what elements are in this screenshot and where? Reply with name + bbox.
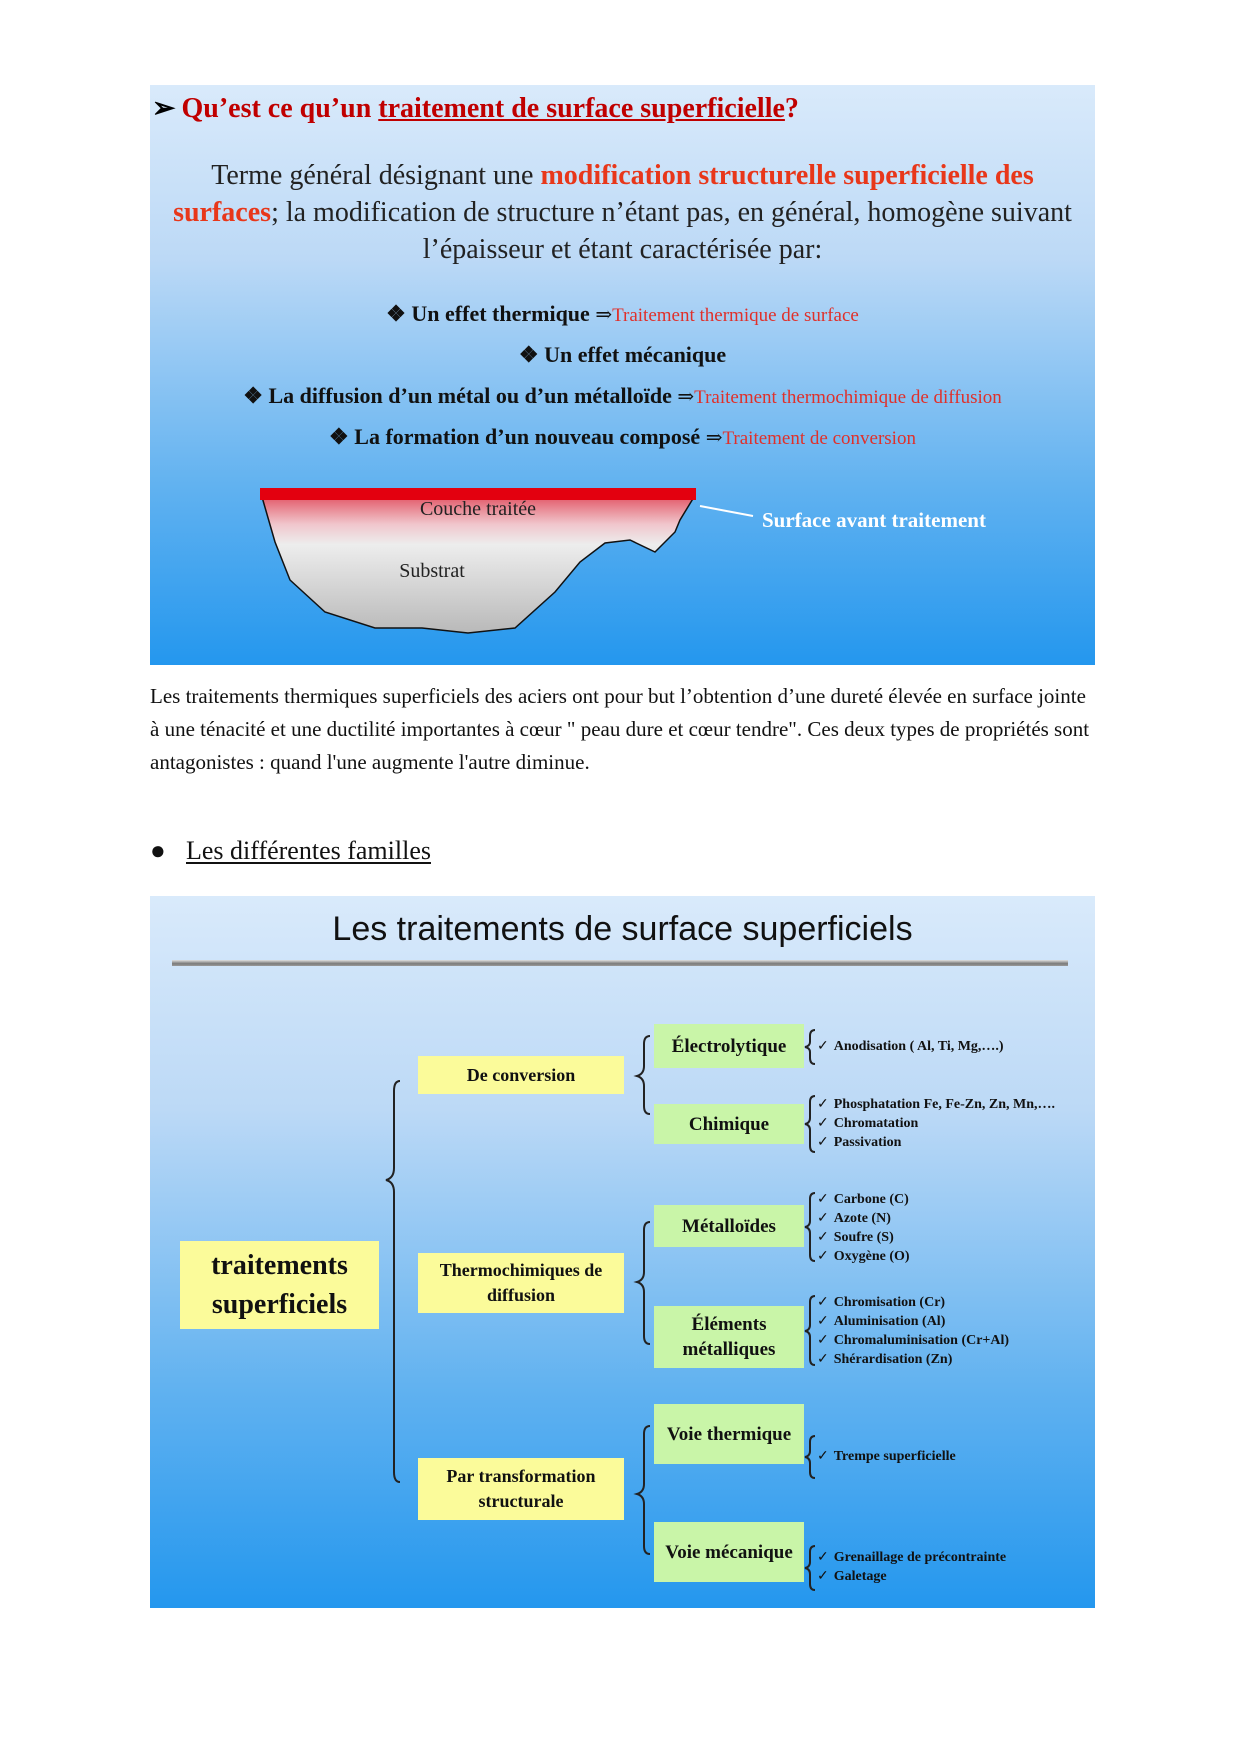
list-item: Anodisation ( Al, Ti, Mg,….): [817, 1037, 1004, 1056]
substrate-shape: [261, 496, 696, 634]
diamond-bullet-icon: ❖: [386, 301, 406, 326]
root-bracket: [385, 1080, 401, 1483]
leaf-box-metalloides: Métalloïdes: [654, 1205, 804, 1247]
substrate-label: Substrat: [399, 560, 465, 582]
intro-paragraph: Les traitements thermiques superficiels …: [150, 684, 1090, 774]
bullet-icon: ●: [150, 836, 166, 865]
definition-text: Terme général désignant une modification…: [173, 160, 1072, 265]
title-divider: [172, 960, 1068, 966]
branch-box-structural: Par transformation structurale: [418, 1458, 624, 1520]
families-heading: ●Les différentes familles: [150, 836, 431, 865]
effects-list: ❖ Un effet thermique ⇒Traitement thermiq…: [150, 293, 1095, 457]
arrow-bullet-icon: ➢: [152, 93, 176, 124]
effect-item: ❖ Un effet thermique ⇒Traitement thermiq…: [386, 301, 859, 326]
items-bracket: [804, 1545, 816, 1591]
surface-layer-diagram: Couche traitée Substrat Surface avant tr…: [260, 488, 986, 634]
branch-bracket-diffusion: [633, 1221, 651, 1345]
list-item: Phosphatation Fe, Fe-Zn, Zn, Mn,….: [817, 1095, 1055, 1114]
items-chimique: Phosphatation Fe, Fe-Zn, Zn, Mn,…. Chrom…: [817, 1095, 1055, 1152]
leaf-box-voie-thermique: Voie thermique: [654, 1404, 804, 1464]
items-electrolytique: Anodisation ( Al, Ti, Mg,….): [817, 1037, 1004, 1056]
items-bracket: [804, 1295, 816, 1366]
tree-brackets: [385, 1029, 816, 1591]
leaf-box-voie-mecanique: Voie mécanique: [654, 1522, 804, 1582]
slide-title: Les traitements de surface superficiels: [332, 910, 913, 948]
list-item: Chromaluminisation (Cr+Al): [817, 1331, 1009, 1350]
implies-arrow-icon: ⇒: [595, 304, 613, 326]
list-item: Oxygène (O): [817, 1247, 910, 1266]
leaf-box-elements-metalliques: Éléments métalliques: [654, 1306, 804, 1368]
pointer-line: [699, 505, 754, 517]
effect-item: ❖ La diffusion d’un métal ou d’un métall…: [243, 383, 1002, 408]
list-item: Shérardisation (Zn): [817, 1350, 1009, 1369]
items-voie-thermique: Trempe superficielle: [817, 1447, 956, 1466]
list-item: Trempe superficielle: [817, 1447, 956, 1466]
items-metalloides: Carbone (C) Azote (N) Soufre (S) Oxygène…: [817, 1190, 910, 1266]
effect-item: ❖ Un effet mécanique: [518, 342, 727, 367]
list-item: Soufre (S): [817, 1228, 910, 1247]
branch-box-conversion: De conversion: [418, 1056, 624, 1094]
list-item: Grenaillage de précontrainte: [817, 1548, 1006, 1567]
list-item: Galetage: [817, 1567, 1006, 1586]
diamond-bullet-icon: ❖: [243, 383, 263, 408]
diamond-bullet-icon: ❖: [329, 424, 349, 449]
diamond-bullet-icon: ❖: [518, 342, 539, 367]
leaf-box-electrolytique: Électrolytique: [654, 1024, 804, 1068]
items-elements-metalliques: Chromisation (Cr) Aluminisation (Al) Chr…: [817, 1293, 1009, 1369]
treated-layer: [260, 488, 696, 500]
items-bracket: [804, 1095, 816, 1153]
definition-highlight: modification structurelle superficielle …: [173, 160, 1034, 228]
list-item: Carbone (C): [817, 1190, 910, 1209]
implies-arrow-icon: ⇒: [677, 386, 695, 408]
list-item: Chromatation: [817, 1114, 1055, 1133]
effect-item: ❖ La formation d’un nouveau composé ⇒Tra…: [329, 424, 916, 449]
items-bracket: [804, 1435, 816, 1479]
list-item: Chromisation (Cr): [817, 1293, 1009, 1312]
surface-label: Surface avant traitement: [762, 508, 986, 532]
items-bracket: [804, 1029, 816, 1065]
branch-bracket-structural: [633, 1425, 651, 1555]
question-title: ➢Qu’est ce qu’un traitement de surface s…: [152, 93, 799, 124]
list-item: Aluminisation (Al): [817, 1312, 1009, 1331]
items-bracket: [804, 1192, 816, 1262]
families-slide: Les traitements de surface superficiels …: [150, 896, 1095, 1608]
implies-arrow-icon: ⇒: [705, 427, 723, 449]
branch-box-diffusion: Thermochimiques de diffusion: [418, 1253, 624, 1313]
items-voie-mecanique: Grenaillage de précontrainte Galetage: [817, 1548, 1006, 1586]
leaf-box-chimique: Chimique: [654, 1104, 804, 1144]
list-item: Azote (N): [817, 1209, 910, 1228]
root-box: traitements superficiels: [180, 1241, 379, 1329]
definition-slide: ➢Qu’est ce qu’un traitement de surface s…: [150, 85, 1095, 665]
branch-bracket-conversion: [633, 1035, 651, 1115]
treated-layer-label: Couche traitée: [420, 498, 536, 520]
list-item: Passivation: [817, 1133, 1055, 1152]
